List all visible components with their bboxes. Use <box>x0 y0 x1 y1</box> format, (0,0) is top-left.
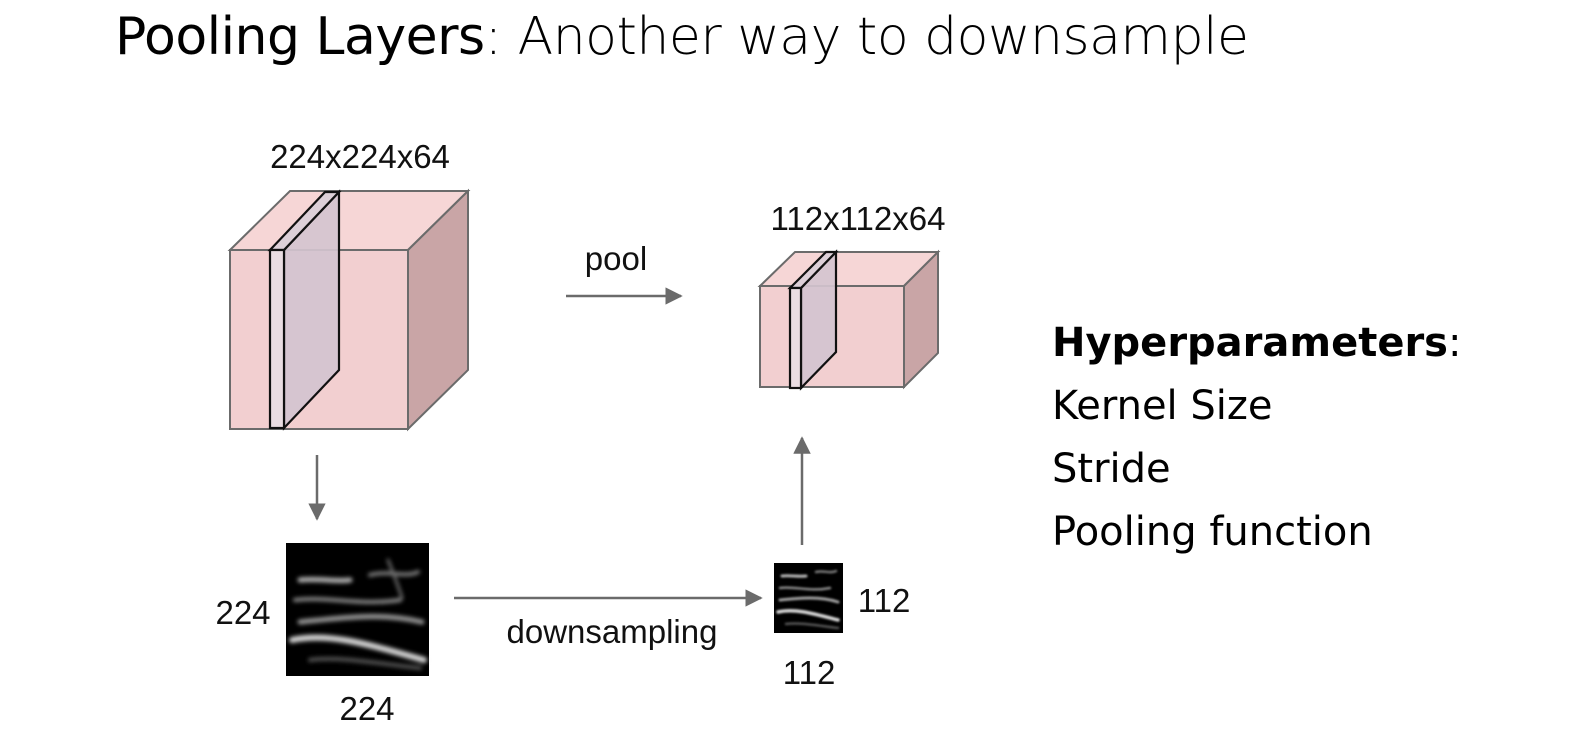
hyperparameters-heading: Hyperparameters: <box>1052 312 1461 375</box>
output-volume-label: 112x112x64 <box>771 200 946 237</box>
output-slice-edge <box>788 286 803 390</box>
hyperparameters-colon: : <box>1447 320 1462 366</box>
hyperparameters-heading-text: Hyperparameters <box>1052 320 1448 366</box>
title-bold: Pooling Layers <box>115 7 485 67</box>
hyperparameters-list: Hyperparameters: Kernel Size Stride Pool… <box>1052 312 1461 564</box>
hyperparameter-item-pooling-function: Pooling function <box>1052 509 1373 555</box>
input-volume-cube <box>227 188 471 432</box>
downsampling-label: downsampling <box>507 613 718 650</box>
output-activation-map <box>774 563 843 633</box>
output-map-width-label: 112 <box>783 654 836 691</box>
hyperparameter-item-kernel-size: Kernel Size <box>1052 383 1273 429</box>
output-volume-cube <box>757 249 941 391</box>
pool-label: pool <box>585 240 647 277</box>
input-map-width-label: 224 <box>339 690 394 727</box>
input-volume-label: 224x224x64 <box>270 138 450 175</box>
input-activation-map <box>286 543 429 676</box>
output-map-height-label: 112 <box>858 582 911 619</box>
page-title: Pooling Layers: Another way to downsampl… <box>115 4 1249 70</box>
title-rest: : Another way to downsample <box>484 7 1249 67</box>
hyperparameter-item-stride: Stride <box>1052 446 1171 492</box>
input-map-height-label: 224 <box>215 594 270 631</box>
input-slice-edge <box>268 248 286 430</box>
